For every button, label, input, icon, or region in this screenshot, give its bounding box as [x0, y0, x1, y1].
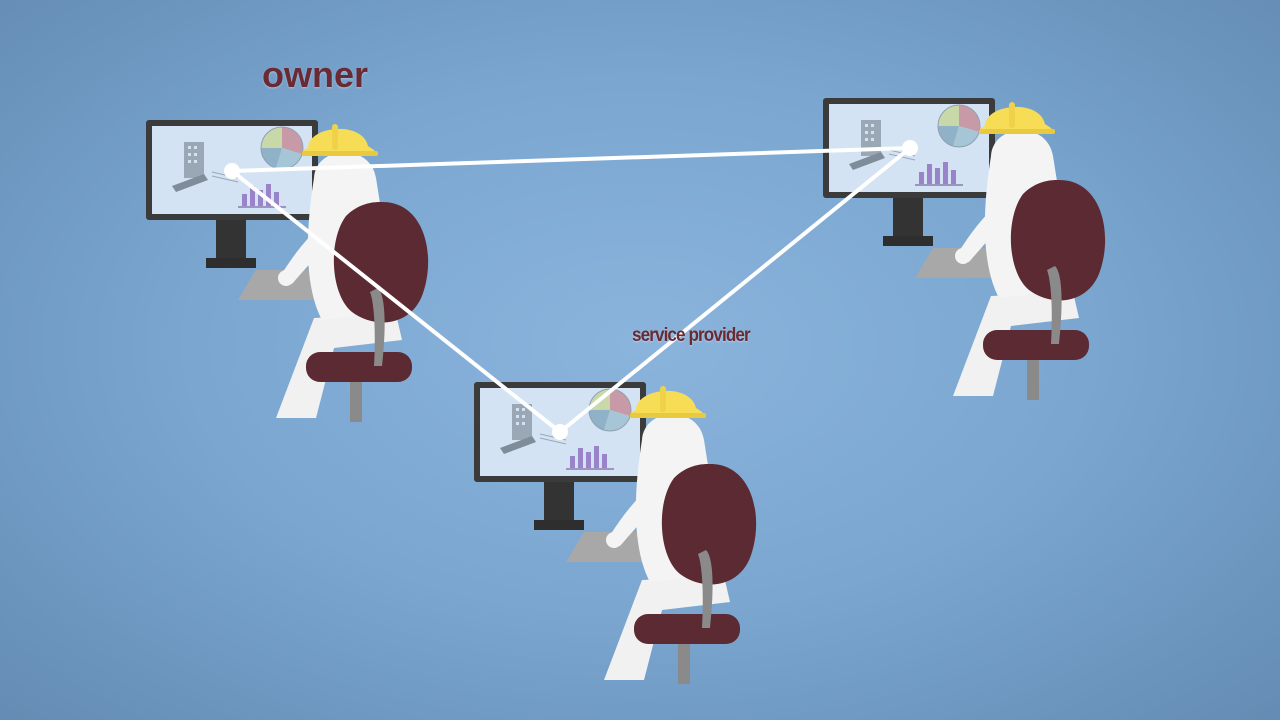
partner-node	[902, 140, 918, 156]
owner-node	[224, 163, 240, 179]
connection-network	[230, 146, 912, 434]
partner-provider-link	[558, 146, 912, 434]
partner-workstation	[822, 97, 1106, 401]
service-provider-label: service provider	[632, 325, 751, 346]
connection-nodes	[224, 140, 918, 440]
owner-partner-link	[230, 146, 912, 173]
owner-provider-link	[230, 169, 562, 434]
service-provider-workstation	[473, 381, 757, 685]
provider-node	[552, 424, 568, 440]
owner-label: owner	[262, 54, 369, 95]
